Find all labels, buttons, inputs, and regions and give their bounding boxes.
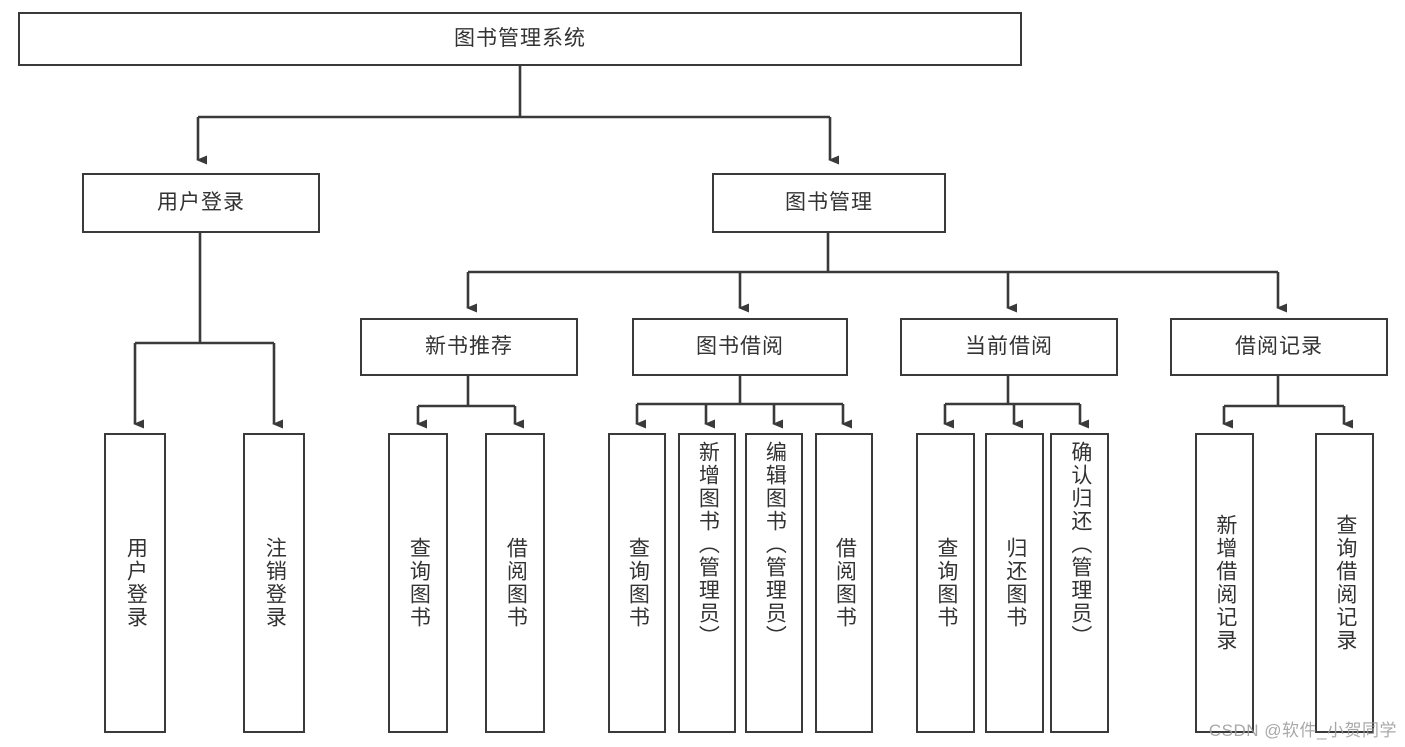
node-label: 查询图书 <box>407 537 431 629</box>
node-label: 借阅图书 <box>504 537 528 629</box>
watermark: CSDN @软件_小贺同学 <box>1208 721 1397 740</box>
borrow-record-to-leaves-connectors <box>1222 376 1354 429</box>
node-label: 查询图书 <box>626 537 650 629</box>
node-label: 借阅图书 <box>833 537 857 629</box>
book-borrow-to-leaves-connectors <box>635 376 853 429</box>
node-leaf-logout-login[interactable]: 注销登录 <box>243 433 305 733</box>
node-label: 图书管理系统 <box>454 27 586 51</box>
node-label: 当前借阅 <box>965 335 1053 359</box>
node-label: 归还图书 <box>1003 537 1027 629</box>
node-leaf-return-book[interactable]: 归还图书 <box>985 433 1044 733</box>
node-label: 确认归还（管理员） <box>1068 441 1092 648</box>
node-label: 图书管理 <box>785 191 873 215</box>
node-leaf-add-borrow-record[interactable]: 新增借阅记录 <box>1195 433 1254 733</box>
node-leaf-edit-book-admin[interactable]: 编辑图书（管理员） <box>745 433 803 733</box>
node-borrow-record[interactable]: 借阅记录 <box>1170 318 1388 376</box>
book-manage-to-level2-connectors <box>466 233 1288 313</box>
node-label: 用户登录 <box>124 537 148 629</box>
user-login-to-leaves-connectors <box>133 233 284 429</box>
node-new-book-recommend[interactable]: 新书推荐 <box>360 318 578 376</box>
node-label: 用户登录 <box>157 191 245 215</box>
node-book-manage[interactable]: 图书管理 <box>712 173 946 233</box>
node-label: 新增借阅记录 <box>1213 514 1237 652</box>
node-leaf-add-book-admin[interactable]: 新增图书（管理员） <box>678 433 736 733</box>
node-leaf-query-borrow-record[interactable]: 查询借阅记录 <box>1315 433 1374 733</box>
node-leaf-query-book-borrow[interactable]: 查询图书 <box>608 433 666 733</box>
node-leaf-borrow-book[interactable]: 借阅图书 <box>815 433 873 733</box>
node-label: 注销登录 <box>263 537 287 629</box>
node-leaf-user-login[interactable]: 用户登录 <box>104 433 166 733</box>
node-label: 新增图书（管理员） <box>696 441 720 648</box>
node-label: 新书推荐 <box>425 335 513 359</box>
node-leaf-confirm-return-admin[interactable]: 确认归还（管理员） <box>1050 433 1109 733</box>
node-leaf-borrow-book-recommend[interactable]: 借阅图书 <box>485 433 545 733</box>
node-label: 编辑图书（管理员） <box>763 441 787 648</box>
node-root-book-management-system[interactable]: 图书管理系统 <box>18 12 1022 66</box>
node-leaf-query-book-recommend[interactable]: 查询图书 <box>388 433 448 733</box>
node-label: 借阅记录 <box>1235 335 1323 359</box>
node-label: 查询借阅记录 <box>1333 514 1357 652</box>
node-label: 查询图书 <box>934 537 958 629</box>
node-current-borrow[interactable]: 当前借阅 <box>900 318 1118 376</box>
node-book-borrow[interactable]: 图书借阅 <box>632 318 848 376</box>
root-to-level1-connectors <box>196 66 840 165</box>
node-leaf-query-book-current[interactable]: 查询图书 <box>916 433 975 733</box>
node-label: 图书借阅 <box>696 335 784 359</box>
node-user-login[interactable]: 用户登录 <box>82 173 320 233</box>
current-borrow-to-leaves-connectors <box>943 376 1090 429</box>
new-book-recommend-to-leaves-connectors <box>416 376 525 429</box>
